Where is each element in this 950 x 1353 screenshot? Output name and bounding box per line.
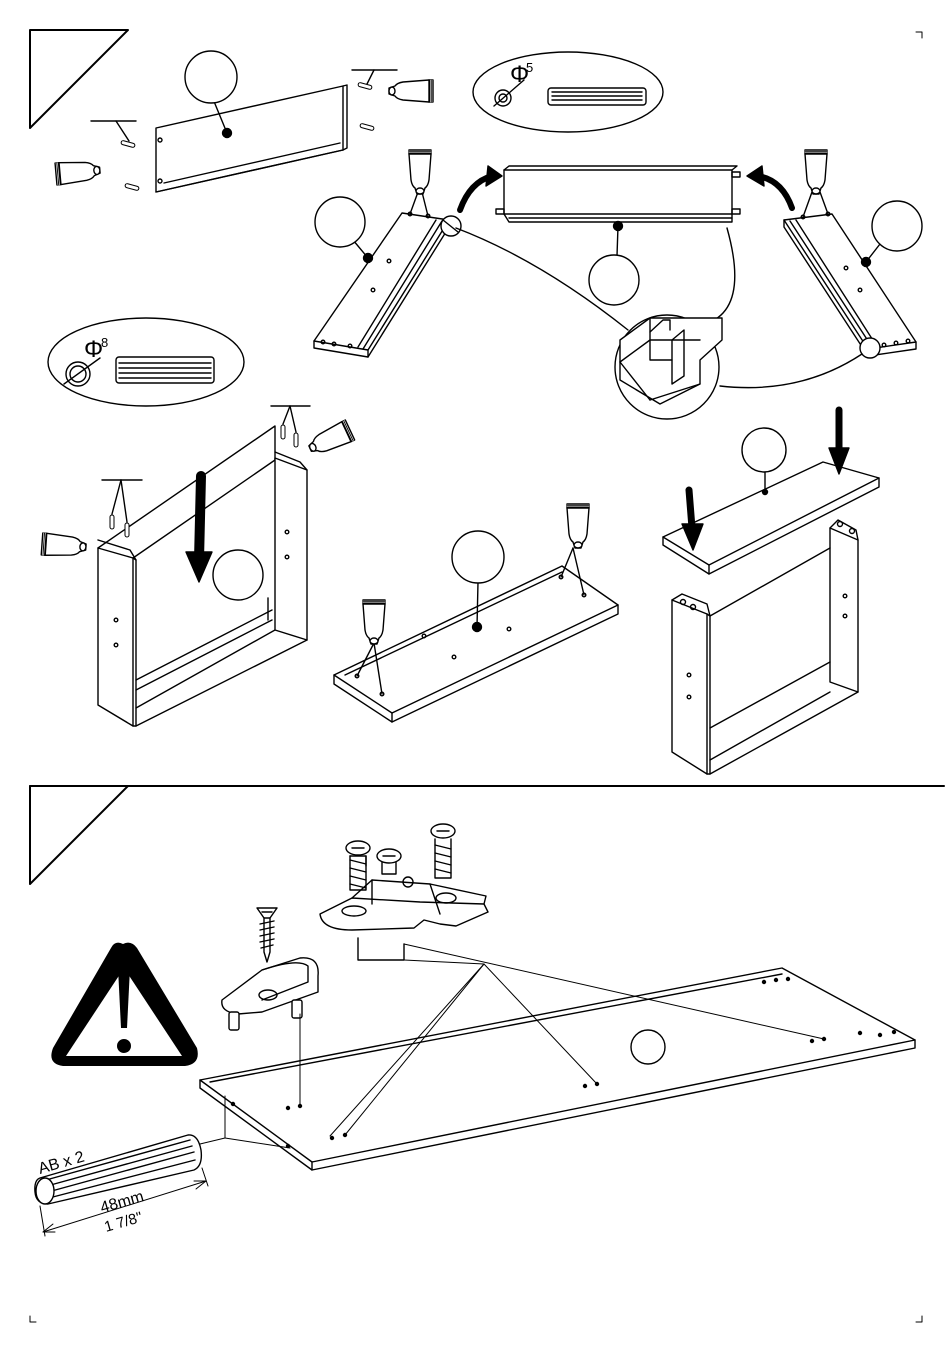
glue-tube-icon [363, 600, 385, 644]
diameter-value: 8 [101, 335, 108, 350]
diameter-value: 5 [526, 60, 533, 75]
part-label-circle [315, 197, 365, 247]
part-label-circle [631, 1030, 665, 1064]
groove-detail-magnifier [456, 228, 862, 419]
right-side-panel [784, 192, 922, 358]
cam-bracket-icon [222, 958, 318, 1030]
back-panel-insertion-frame [98, 426, 307, 726]
step-marker-1 [30, 30, 128, 128]
front-rail-panel [156, 51, 347, 192]
part-label-circle [872, 201, 922, 251]
glue-tube-icon [567, 504, 589, 548]
dowel-pins-right [271, 406, 310, 447]
part-label-circle [589, 255, 639, 305]
dowel-detail-small: Φ 5 [473, 52, 663, 132]
left-side-panel [314, 192, 461, 357]
hinge-leader-bracket [358, 938, 404, 960]
part-label-circle [213, 550, 263, 600]
screw-icon [431, 824, 455, 878]
warning-icon [51, 943, 197, 1066]
screw-icon [377, 849, 401, 874]
part-label-circle [742, 428, 786, 472]
glue-tube-icon [41, 533, 86, 558]
dowel-icon [116, 357, 214, 383]
part-label-circle [185, 51, 237, 103]
step-marker-2 [30, 786, 128, 884]
arrow-down-icon [186, 476, 212, 582]
glue-tube-icon [389, 80, 433, 102]
curved-arrow-icon [747, 166, 792, 208]
dowel-pins-left [91, 121, 139, 191]
dowel-pins-left [102, 480, 142, 537]
dowel-detail-large: Φ 8 [48, 318, 244, 406]
curved-arrow-icon [460, 166, 502, 210]
dowel-ab-callout: AB x 2 48mm 1 7/8" [35, 1135, 208, 1236]
screw-icon [346, 841, 370, 890]
long-base-board [200, 968, 915, 1170]
hinge-plate-icon [320, 877, 488, 930]
part-label-circle [452, 531, 504, 583]
dowel-pins-right [352, 70, 397, 131]
glue-tube-icon [409, 150, 431, 194]
glue-tube-icon [805, 150, 827, 194]
dowel-icon [548, 88, 646, 105]
top-rail-panel [496, 166, 740, 305]
glue-tube-icon [305, 420, 354, 459]
glue-tube-icon [55, 159, 101, 185]
screw-icon [257, 908, 277, 962]
